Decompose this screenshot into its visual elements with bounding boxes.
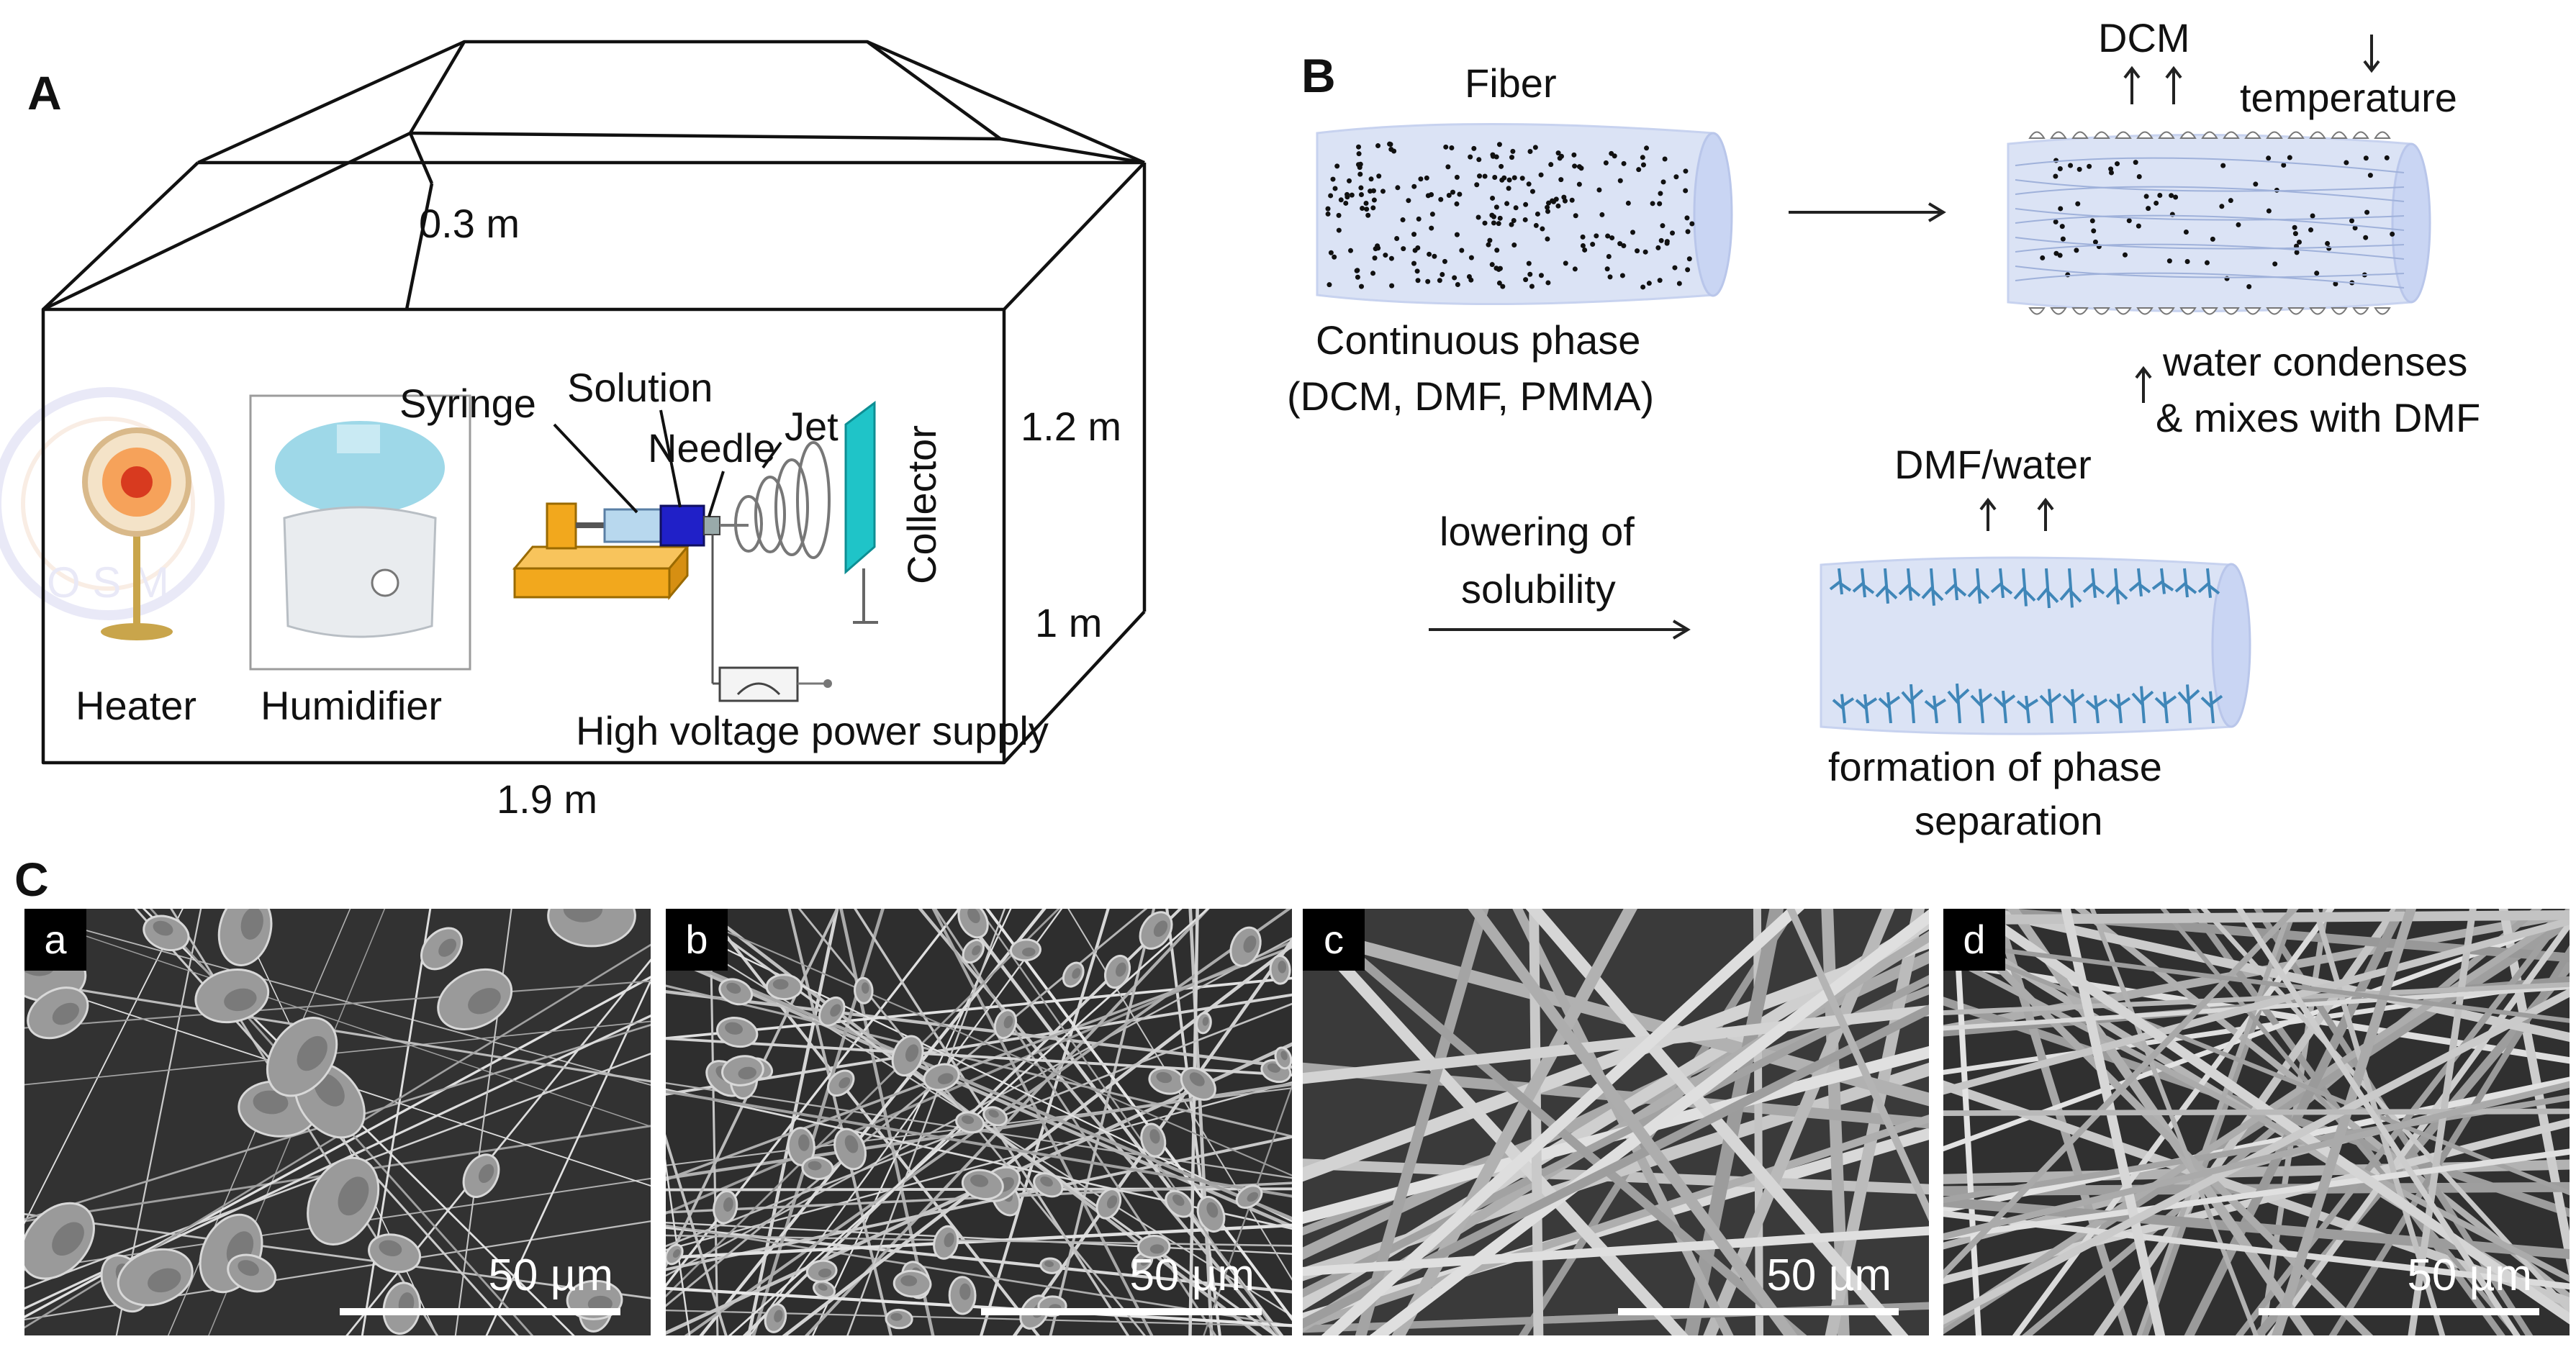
fiber-dots: [2015, 155, 2405, 289]
sem-image-b: b 50 µm: [666, 909, 1292, 1335]
sem-image-d: d 50 µm: [1943, 909, 2570, 1335]
scale-bar-label: 50 µm: [1766, 1251, 1892, 1300]
dimension-length: 1.9 m: [497, 776, 597, 822]
power-supply-label: High voltage power supply: [576, 708, 1049, 753]
dmf-water-label: DMF/water: [1894, 442, 2092, 487]
solution-label: Solution: [567, 365, 713, 410]
collector-label: Collector: [899, 425, 944, 584]
continuous-phase-line2: (DCM, DMF, PMMA): [1287, 373, 1654, 419]
heater-icon: [82, 427, 191, 640]
scale-bar-label: 50 µm: [488, 1251, 613, 1300]
fiber-dots: [1325, 141, 1695, 290]
sem-letter-d: d: [1943, 909, 2005, 971]
panel-label-a: A: [27, 66, 62, 119]
syringe-pump-platform: [512, 502, 690, 601]
enclosure-wireframe: [41, 40, 1147, 765]
water-droplets: [2028, 307, 2391, 315]
syringe-icon: [603, 504, 720, 547]
fiber-title: Fiber: [1465, 60, 1557, 106]
dimension-width: 1 m: [1035, 600, 1102, 645]
up-arrows-icon: [2123, 65, 2182, 104]
panel-label-c: C: [14, 853, 49, 906]
panel-c-label-layer: C: [14, 853, 49, 906]
panel-a: O S M A 0.3 m 1.2 m 1 m 1.9 m He: [0, 40, 1147, 822]
scale-bar: [2259, 1308, 2539, 1315]
fiber-evaporating: [2007, 131, 2431, 315]
formation-line1: formation of phase: [1828, 744, 2162, 789]
pore-branches: [1829, 568, 2220, 609]
scale-bar: [1618, 1308, 1899, 1315]
watermark-logo: O S M: [0, 387, 225, 620]
scale-bar: [981, 1308, 1262, 1315]
dimension-height: 1.2 m: [1021, 404, 1121, 449]
jet-spiral-icon: [720, 441, 831, 559]
heater-label: Heater: [76, 683, 196, 728]
lowering-line2: solubility: [1461, 566, 1616, 612]
power-supply-icon: [711, 534, 832, 702]
sem-image-a: a 50 µm: [24, 909, 651, 1335]
dcm-label: DCM: [2098, 15, 2190, 60]
continuous-phase-line1: Continuous phase: [1316, 317, 1640, 363]
up-arrow-icon: [2135, 366, 2152, 403]
water-condenses-line2: & mixes with DMF: [2156, 395, 2480, 440]
scale-bar: [340, 1308, 620, 1315]
down-arrow-icon: [2363, 35, 2380, 73]
syringe-label: Syringe: [399, 381, 536, 426]
fiber-initial: [1316, 123, 1733, 305]
svg-text:O S M: O S M: [47, 558, 169, 607]
sem-letter-c: c: [1303, 909, 1365, 971]
needle-label: Needle: [648, 425, 775, 471]
pore-branches: [1832, 683, 2223, 724]
scale-bar-label: 50 µm: [1129, 1251, 1255, 1300]
scale-bar-label: 50 µm: [2407, 1251, 2532, 1300]
lowering-line1: lowering of: [1440, 509, 1635, 554]
sem-letter-b: b: [666, 909, 728, 971]
fiber-phase-separated: [1820, 556, 2251, 735]
water-condenses-line1: water condenses: [2162, 339, 2467, 384]
dimension-depth: 0.3 m: [419, 201, 520, 246]
temperature-label: temperature: [2240, 75, 2457, 120]
up-arrows-icon: [1979, 497, 2054, 531]
panel-label-b: B: [1301, 49, 1336, 102]
formation-line2: separation: [1915, 798, 2103, 843]
arrow-right-icon: [1429, 620, 1691, 640]
humidifier-label: Humidifier: [261, 683, 442, 728]
humidifier-icon: [249, 394, 471, 671]
sem-image-c: c 50 µm: [1303, 909, 1929, 1335]
collector-plate-icon: [844, 401, 878, 624]
leader-lines: [553, 409, 782, 517]
arrow-right-icon: [1789, 202, 1946, 222]
sem-letter-a: a: [24, 909, 86, 971]
water-droplets: [2028, 131, 2391, 139]
